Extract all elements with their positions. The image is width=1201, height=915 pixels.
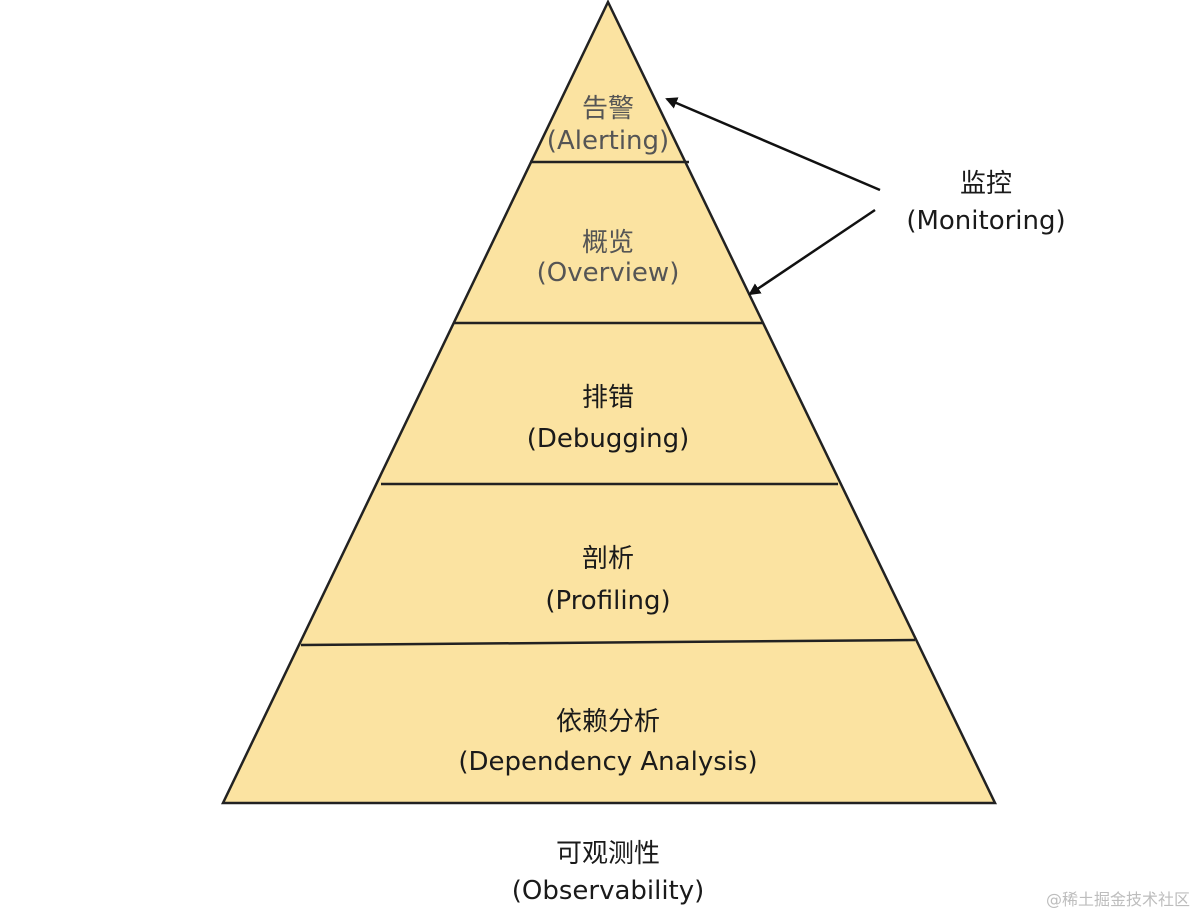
layer-dependency-analysis-en: (Dependency Analysis) <box>458 747 757 777</box>
observability-caption-zh: 可观测性 <box>556 839 660 869</box>
monitoring-arrow-to-alerting <box>665 97 881 192</box>
observability-caption-en: (Observability) <box>512 876 705 906</box>
layer-debugging-en: (Debugging) <box>527 424 690 454</box>
watermark-text: @稀土掘金技术社区 <box>1046 890 1190 909</box>
layer-alerting-en: (Alerting) <box>547 126 669 156</box>
layer-alerting-zh: 告警 <box>582 94 634 124</box>
monitoring-arrow-to-overview <box>748 208 876 296</box>
layer-dependency-analysis-zh: 依赖分析 <box>556 707 660 737</box>
layer-profiling-zh: 剖析 <box>582 544 634 574</box>
monitoring-label-zh: 监控 <box>960 169 1012 199</box>
layer-debugging-zh: 排错 <box>582 383 634 413</box>
layer-profiling-en: (Profiling) <box>545 586 670 616</box>
monitoring-label-en: (Monitoring) <box>906 206 1065 236</box>
layer-divider <box>300 638 916 647</box>
pyramid-body <box>221 0 997 805</box>
layer-overview-zh: 概览 <box>582 228 634 258</box>
layer-overview-en: (Overview) <box>537 258 680 288</box>
